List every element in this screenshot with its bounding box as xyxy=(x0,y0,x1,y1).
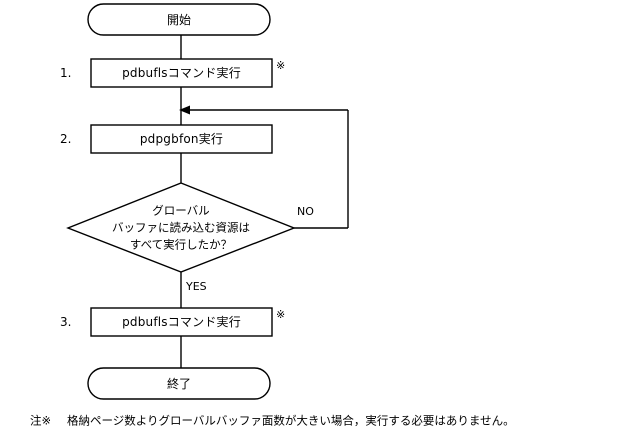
step2-label: pdpgbfon実行 xyxy=(140,131,223,146)
branch-label-no: NO xyxy=(297,205,314,218)
step3-process-shape xyxy=(90,307,273,337)
decision-label-line-3: すべて実行したか？ xyxy=(130,238,232,252)
node-decision[interactable]: グローバル バッファに読み込む資源は すべて実行したか？ xyxy=(66,182,296,273)
step3-note-mark: ※ xyxy=(276,308,285,321)
node-start[interactable]: 開始 xyxy=(87,3,271,36)
node-step3[interactable]: 3. pdbuflsコマンド実行 ※ xyxy=(60,307,285,337)
branch-label-yes: YES xyxy=(185,280,207,293)
step1-number: 1. xyxy=(60,66,71,80)
step2-process-shape xyxy=(90,124,273,154)
step2-number: 2. xyxy=(60,132,71,146)
decision-label-line-2: バッファに読み込む資源は xyxy=(112,221,250,235)
decision-label-line-1: グローバル xyxy=(152,204,209,218)
footnote: 注※ 格納ページ数よりグローバルバッファ面数が大きい場合，実行する必要はありませ… xyxy=(30,414,515,428)
end-terminator-shape xyxy=(87,367,271,400)
connector-group xyxy=(179,35,349,368)
footnote-marker: 注※ xyxy=(30,414,51,428)
step3-label: pdbuflsコマンド実行 xyxy=(122,314,241,329)
step1-label: pdbuflsコマンド実行 xyxy=(122,65,241,80)
step1-note-mark: ※ xyxy=(276,59,285,72)
arrowhead-loop-return-icon xyxy=(179,105,190,115)
node-end[interactable]: 終了 xyxy=(87,367,271,400)
step3-number: 3. xyxy=(60,315,71,329)
end-terminator-label: 終了 xyxy=(167,376,191,391)
node-step2[interactable]: 2. pdpgbfon実行 xyxy=(60,124,273,154)
start-terminator-shape xyxy=(87,3,271,36)
start-terminator-label: 開始 xyxy=(167,13,191,27)
footnote-text: 格納ページ数よりグローバルバッファ面数が大きい場合，実行する必要はありません。 xyxy=(67,414,515,428)
node-step1[interactable]: 1. pdbuflsコマンド実行 ※ xyxy=(60,58,285,88)
decision-diamond-shape xyxy=(66,182,296,273)
step1-process-shape xyxy=(90,58,273,88)
